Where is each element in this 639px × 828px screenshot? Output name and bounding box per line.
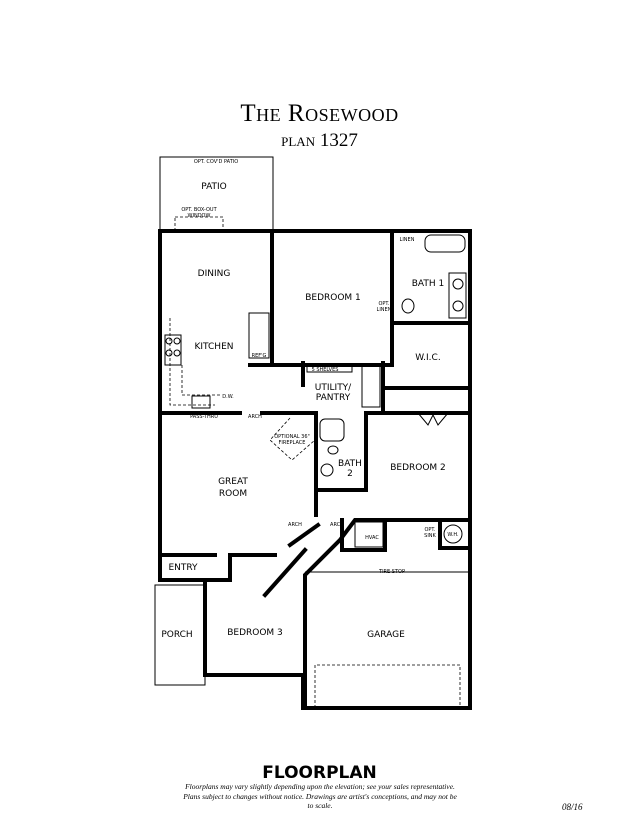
- box-out-window: [174, 216, 224, 232]
- opt-sink-label-2: SINK: [424, 533, 436, 539]
- walls: [158, 229, 472, 710]
- arch-right-label: ARCH: [330, 522, 344, 528]
- opt-covd-patio-label: OPT. COV'D PATIO: [194, 159, 238, 165]
- arch-left-label: ARCH: [288, 522, 302, 528]
- pass-thru-label: PASS-THRU: [190, 414, 218, 420]
- tire-stop-label: TIRE STOP: [378, 569, 405, 575]
- dw-label: D.W.: [222, 394, 234, 400]
- disclaimer: Floorplans may vary slightly depending u…: [183, 782, 457, 810]
- pantry-label: PANTRY: [316, 393, 351, 403]
- bath1-label: BATH 1: [412, 279, 444, 289]
- patio-label: PATIO: [201, 182, 227, 192]
- kitchen-label: KITCHEN: [195, 342, 234, 352]
- great-room-label: GREAT: [218, 477, 248, 487]
- bedroom1-label: BEDROOM 1: [305, 293, 361, 303]
- shelves-label: 5 SHELVES: [312, 367, 339, 373]
- refg-label: REF'G: [252, 353, 267, 359]
- wh-label: W.H.: [447, 532, 459, 538]
- opt-sink-label: OPT.: [424, 527, 435, 533]
- plan-name: The Rosewood: [240, 100, 399, 127]
- fireplace-label: OPTIONAL 36": [274, 434, 310, 440]
- utility-label: UTILITY/: [315, 383, 352, 393]
- garage-label: GARAGE: [367, 630, 405, 640]
- dining-label: DINING: [198, 269, 231, 279]
- hvac-label: HVAC: [365, 535, 379, 541]
- bath2-number: 2: [347, 469, 353, 479]
- wic-label: W.I.C.: [415, 353, 440, 363]
- box-out-label: OPT. BOX-OUT: [181, 207, 217, 213]
- porch-label: PORCH: [161, 630, 192, 640]
- fireplace-label-2: FIREPLACE: [279, 440, 306, 446]
- great-room-label-2: ROOM: [219, 489, 247, 499]
- porch-outline: [154, 584, 206, 686]
- opt-linen-label: OPT.: [378, 301, 389, 307]
- entry-label: ENTRY: [168, 563, 198, 573]
- bedroom3-label: BEDROOM 3: [227, 628, 283, 638]
- opt-linen-label-2: LINEN: [377, 307, 392, 313]
- revision-date: 08/16: [562, 802, 583, 812]
- bedroom2-label: BEDROOM 2: [390, 463, 446, 473]
- bath2-label: BATH: [338, 459, 362, 469]
- floorplan-heading: FLOORPLAN: [262, 763, 377, 783]
- arch-label: ARCH: [248, 414, 262, 420]
- box-out-label-2: WINDOW: [188, 213, 211, 219]
- plan-number: plan 1327: [281, 130, 358, 151]
- patio-outline: [159, 156, 274, 232]
- fixtures: [164, 234, 470, 708]
- linen-label: LINEN: [400, 237, 415, 243]
